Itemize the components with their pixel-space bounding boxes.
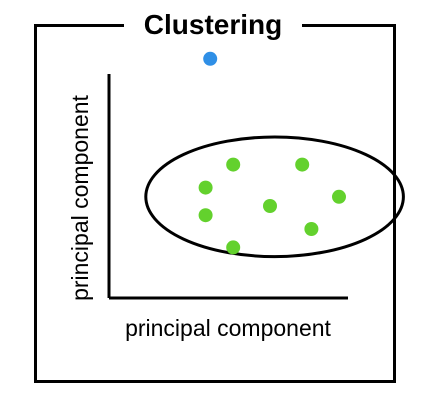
cluster-point [198, 208, 213, 223]
y-axis-label: principal component [67, 94, 93, 300]
cluster-boundary [144, 135, 405, 259]
cluster-point [198, 180, 213, 195]
points-layer [198, 51, 346, 255]
cluster-point [304, 222, 319, 236]
diagram-title: Clustering [124, 6, 302, 44]
cluster-point [226, 157, 241, 172]
cluster-point [295, 157, 310, 172]
cluster-point [263, 199, 277, 213]
x-axis-label: principal component [125, 315, 331, 341]
cluster-point [226, 240, 241, 255]
outlier-point [203, 51, 218, 66]
cluster-point [332, 189, 346, 204]
